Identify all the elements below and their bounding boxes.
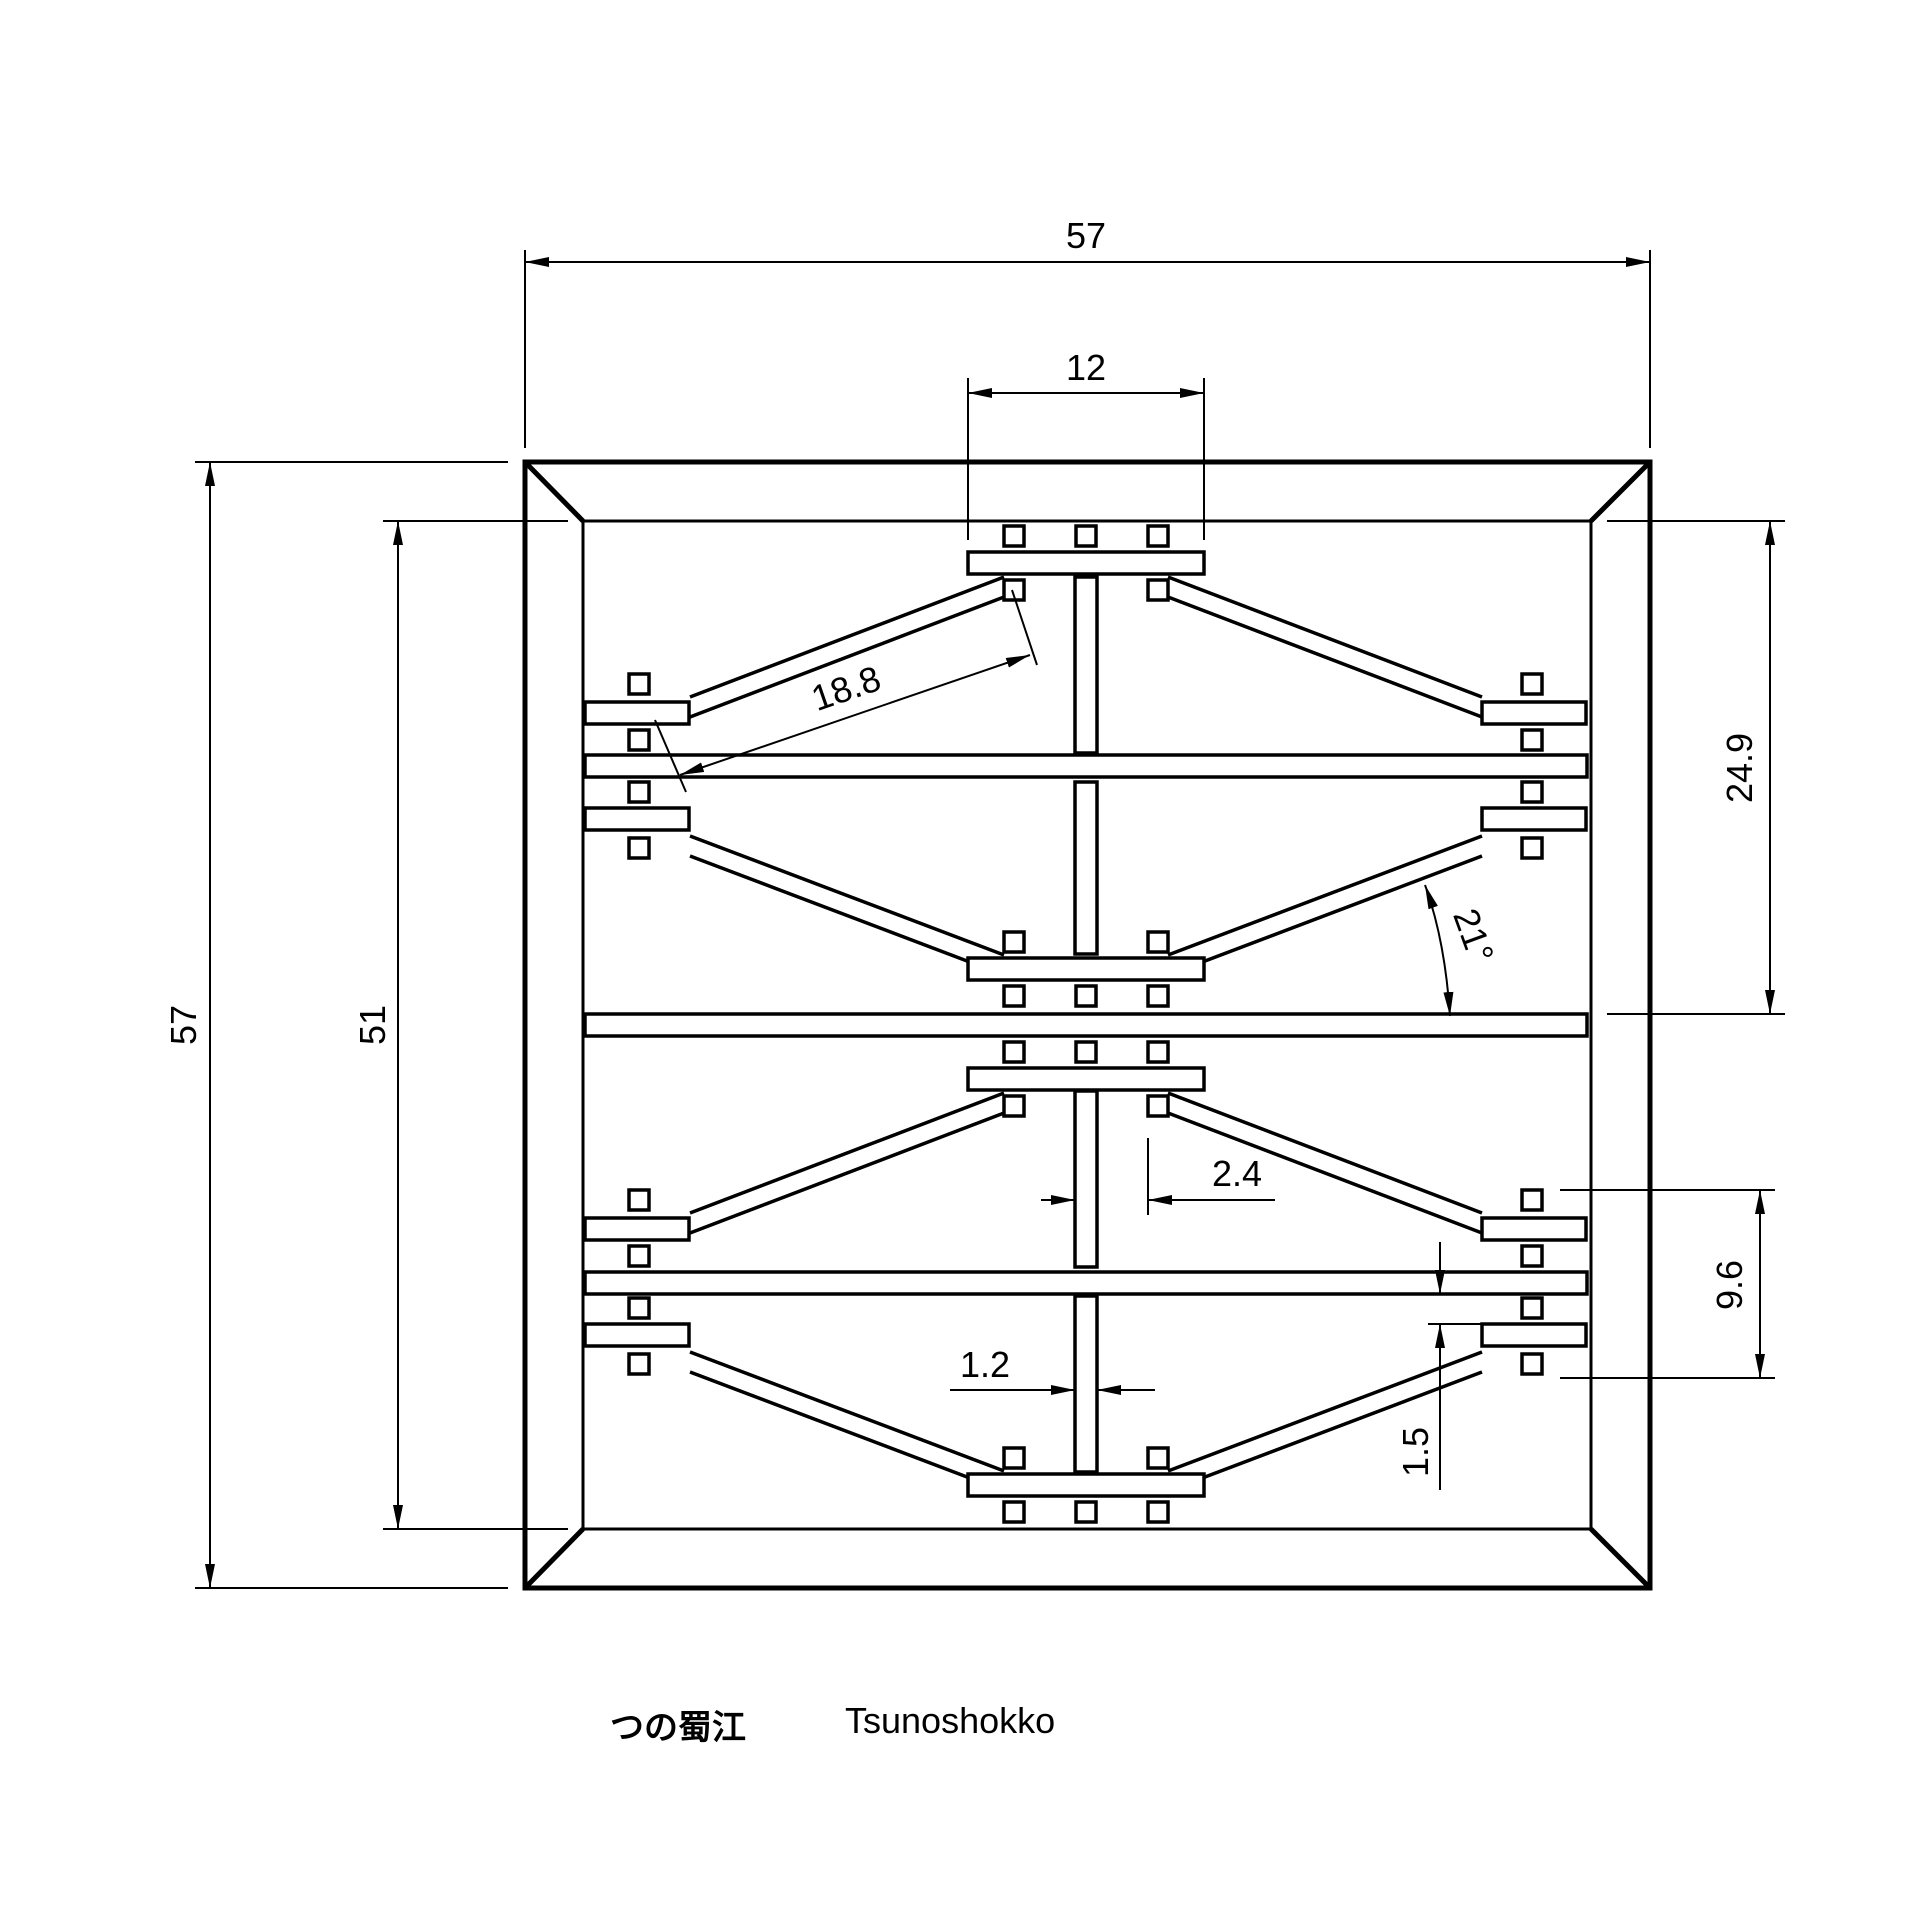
- horizontal-bar: [583, 753, 1589, 779]
- clip-plate: [966, 550, 1206, 576]
- horizontal-bar: [583, 1270, 1589, 1296]
- center-post: [1073, 575, 1099, 755]
- dim-label-half-height: 24.9: [1719, 733, 1760, 803]
- clip-plate: [583, 700, 691, 726]
- dim-label-overall-width: 57: [1066, 215, 1106, 256]
- dim-label-post-width: 2.4: [1212, 1153, 1262, 1194]
- outer-frame: [522, 459, 1653, 1591]
- clip-plate: [583, 806, 691, 832]
- dim-label-inner-height: 51: [352, 1005, 393, 1045]
- dim-label-clip-gap: 1.5: [1395, 1427, 1436, 1477]
- clip-plate: [1480, 700, 1588, 726]
- diagonal-braces: [689, 575, 1483, 1493]
- clip-plate: [966, 1472, 1206, 1498]
- clip-plate: [1480, 806, 1588, 832]
- clip-plate: [583, 1322, 691, 1348]
- dimension-lines: [195, 250, 1785, 1589]
- pattern-title-english: Tsunoshokko: [845, 1700, 1056, 1741]
- clip-plate: [966, 1066, 1206, 1092]
- dim-label-clip-width: 12: [1066, 347, 1106, 388]
- clip-plate: [966, 956, 1206, 982]
- center-post: [1073, 780, 1099, 956]
- clip-plate: [583, 1216, 691, 1242]
- dim-label-slot-width: 1.2: [960, 1344, 1010, 1385]
- dim-label-overall-height: 57: [163, 1005, 204, 1045]
- clip-plate: [1480, 1216, 1588, 1242]
- center-post: [1073, 1294, 1099, 1474]
- dim-label-lower-spacing: 9.6: [1709, 1260, 1750, 1310]
- pattern-title-japanese: つの蜀江: [610, 1708, 746, 1748]
- pattern-lines: [583, 524, 1589, 1524]
- dim-label-brace-angle: 21°: [1445, 903, 1502, 968]
- clip-plate: [1480, 1322, 1588, 1348]
- horizontal-bar: [583, 1012, 1589, 1038]
- center-post: [1073, 1089, 1099, 1269]
